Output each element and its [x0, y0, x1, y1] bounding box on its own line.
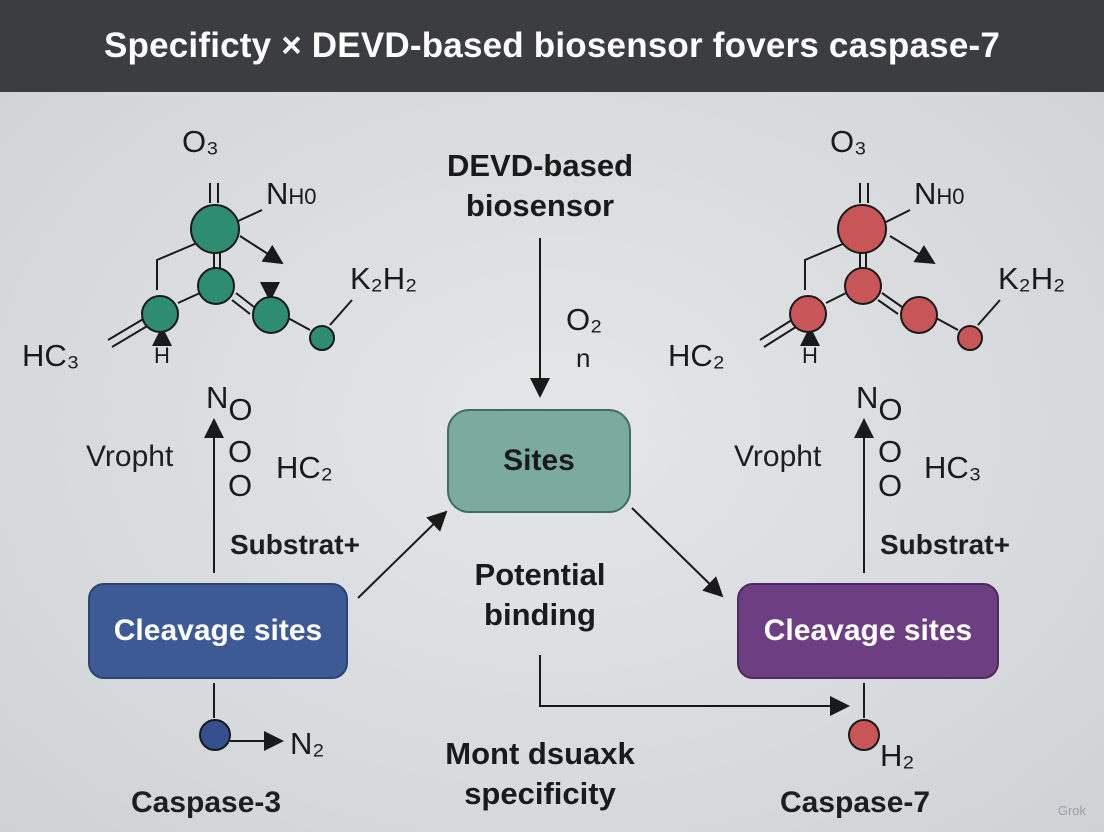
right-no-n: N — [856, 380, 879, 415]
bond-line — [825, 292, 847, 304]
caspase7-dot — [848, 719, 880, 751]
potential-binding-label: Potential binding — [410, 555, 670, 635]
right-h-label: H — [802, 343, 818, 368]
bond-line — [804, 242, 846, 290]
left-hc2-label: HC₂ — [276, 450, 333, 485]
left-no-o: O — [228, 392, 253, 427]
bond-line — [235, 292, 255, 308]
right-k2h2-label: K₂H₂ — [998, 261, 1066, 296]
biosensor-label-line1: DEVD-based — [446, 148, 634, 183]
caspase-3-label: Caspase-3 — [131, 786, 282, 819]
left-nh-sub: H0 — [288, 184, 317, 209]
bond-line — [763, 324, 800, 348]
sites-box[interactable]: Sites — [447, 409, 631, 513]
arrow-bond — [239, 235, 284, 265]
watermark: Grok — [1057, 803, 1086, 818]
red-atom — [957, 325, 983, 351]
diagram-title: Specificty × DEVD-based biosensor fovers… — [103, 26, 1001, 65]
right-atoms — [789, 204, 983, 751]
right-o-label-1: O — [878, 434, 903, 469]
right-vropht-label: Vropht — [734, 440, 822, 473]
left-substrate-label: Substrat+ — [230, 529, 360, 560]
right-no-o: O — [878, 392, 903, 427]
bond-line — [935, 317, 959, 331]
left-o3-label: O₃ — [182, 124, 219, 159]
left-o-label-2: O — [228, 468, 253, 503]
caspase3-dot — [199, 719, 231, 751]
arrow-binding-to-caspase7 — [539, 655, 850, 716]
bond-line — [107, 317, 146, 341]
arrow-blue-to-sites — [357, 510, 448, 599]
left-h-label: H — [154, 343, 170, 368]
bond-line — [156, 242, 198, 290]
potential-line2: binding — [484, 597, 596, 632]
teal-atom — [141, 295, 179, 333]
right-nh-sub: H0 — [936, 184, 965, 209]
cleavage-sites-box-left[interactable]: Cleavage sites — [88, 583, 348, 679]
center-arrows — [357, 238, 850, 716]
bond-line — [881, 292, 903, 308]
center-n-label: n — [576, 343, 591, 373]
right-hc2-label: HC₂ — [668, 338, 725, 373]
left-o-label-1: O — [228, 434, 253, 469]
specificity-line1: Mont dsuaxk — [445, 736, 635, 771]
specificity-label: Mont dsuaxk specificity — [390, 734, 690, 814]
left-atoms — [141, 204, 335, 751]
teal-atom — [190, 204, 240, 254]
right-hc3-label: HC₃ — [924, 450, 982, 485]
left-n2-label: N₂ — [290, 726, 325, 761]
right-substrate-label: Substrat+ — [880, 529, 1010, 560]
teal-atom — [197, 267, 235, 305]
left-hc3-label: HC₃ — [22, 338, 80, 373]
bond-line — [177, 292, 201, 304]
left-molecule — [107, 183, 353, 751]
center-o2-label: O₂ — [566, 302, 603, 337]
bond-line — [759, 317, 796, 341]
red-atom — [844, 267, 882, 305]
bond-line — [329, 299, 353, 326]
red-atom — [900, 296, 938, 334]
right-nh-label: NH0 — [914, 178, 965, 209]
bond-line — [885, 209, 911, 223]
arrow-bond — [889, 235, 936, 265]
title-bar: Specificty × DEVD-based biosensor fovers… — [0, 0, 1104, 92]
biosensor-label-line2: biosensor — [465, 188, 615, 223]
right-nh-text: N — [914, 176, 937, 211]
right-h2-label: H₂ — [880, 738, 915, 773]
arrow-sites-to-purple — [631, 507, 724, 598]
left-no-n: N — [206, 380, 229, 415]
teal-atom — [309, 325, 335, 351]
biosensor-label: DEVD-based biosensor — [400, 146, 680, 226]
cleavage-sites-box-right[interactable]: Cleavage sites — [737, 583, 999, 679]
right-o3-label: O₃ — [830, 124, 867, 159]
caspase-7-label: Caspase-7 — [780, 786, 931, 819]
potential-line1: Potential — [474, 557, 606, 592]
bond-line — [977, 299, 1001, 326]
bond-line — [231, 299, 251, 315]
left-no-label: NO — [206, 380, 253, 425]
bond-line — [287, 317, 311, 331]
red-atom — [837, 204, 887, 254]
right-o-label-2: O — [878, 468, 903, 503]
left-vropht-label: Vropht — [86, 440, 174, 473]
bond-line — [111, 324, 150, 348]
right-no-label: NO — [856, 380, 903, 425]
red-atom — [789, 295, 827, 333]
specificity-line2: specificity — [464, 776, 616, 811]
teal-atom — [252, 296, 290, 334]
right-molecule — [759, 183, 1001, 718]
left-nh-label: NH0 — [266, 178, 317, 209]
left-k2h2-label: K₂H₂ — [350, 261, 418, 296]
bond-line — [877, 299, 899, 315]
left-nh-text: N — [266, 176, 289, 211]
bond-line — [235, 209, 263, 223]
